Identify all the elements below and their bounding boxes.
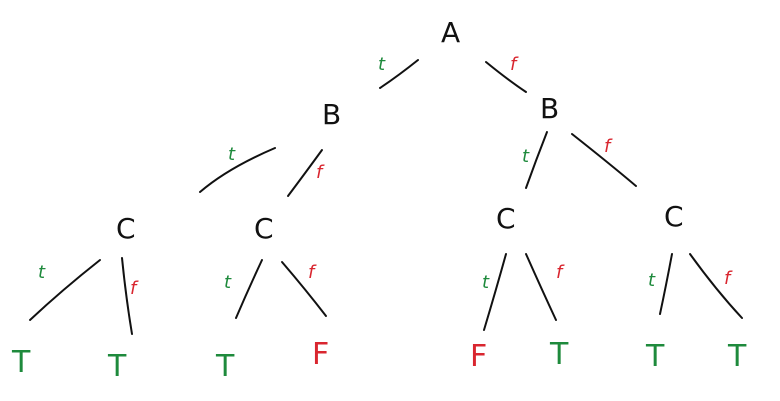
node-c-4: C — [664, 200, 684, 233]
edge-label-c1-true: t — [38, 262, 46, 283]
edge-c3-true — [483, 253, 507, 331]
node-c-2: C — [254, 212, 274, 245]
edge-label-c1-false: f — [130, 278, 139, 299]
edge-label-a-false: f — [510, 54, 519, 75]
edge-label-c2-false: f — [308, 262, 317, 283]
leaf-6: T — [549, 337, 569, 372]
edge-label-c4-true: t — [648, 270, 656, 291]
edge-b-left-true — [199, 147, 276, 193]
leaf-1: T — [11, 345, 31, 380]
edge-label-b-right-true: t — [522, 146, 530, 167]
edge-a-false — [485, 61, 527, 93]
edge-label-c4-false: f — [724, 268, 733, 289]
edge-label-a-true: t — [378, 54, 386, 75]
leaf-4: F — [312, 337, 329, 372]
leaf-2: T — [107, 349, 127, 384]
leaf-5: F — [470, 339, 487, 374]
edge-label-c2-true: t — [224, 272, 232, 293]
edge-b-right-false — [571, 133, 637, 187]
edge-c4-false — [689, 253, 743, 319]
leaf-3: T — [215, 349, 235, 384]
edge-c4-true — [659, 253, 673, 315]
leaf-8: T — [727, 339, 747, 374]
leaf-7: T — [645, 339, 665, 374]
node-c-1: C — [116, 212, 136, 245]
edge-b-right-true — [525, 131, 548, 189]
edge-c2-false — [281, 261, 327, 317]
edge-label-b-left-true: t — [228, 144, 236, 165]
node-c-3: C — [496, 202, 516, 235]
edge-label-b-right-false: f — [604, 136, 613, 157]
edge-c2-true — [235, 259, 263, 319]
edge-label-b-left-false: f — [316, 162, 325, 183]
node-b-left: B — [322, 98, 341, 131]
edge-c3-false — [525, 253, 557, 321]
node-b-right: B — [540, 92, 559, 125]
edge-c1-true — [29, 259, 101, 321]
node-a: A — [441, 16, 460, 49]
edge-c1-false — [121, 257, 133, 335]
edge-a-true — [379, 59, 419, 89]
edge-b-left-false — [287, 149, 323, 197]
edge-label-c3-true: t — [482, 272, 490, 293]
edge-label-c3-false: f — [556, 262, 565, 283]
